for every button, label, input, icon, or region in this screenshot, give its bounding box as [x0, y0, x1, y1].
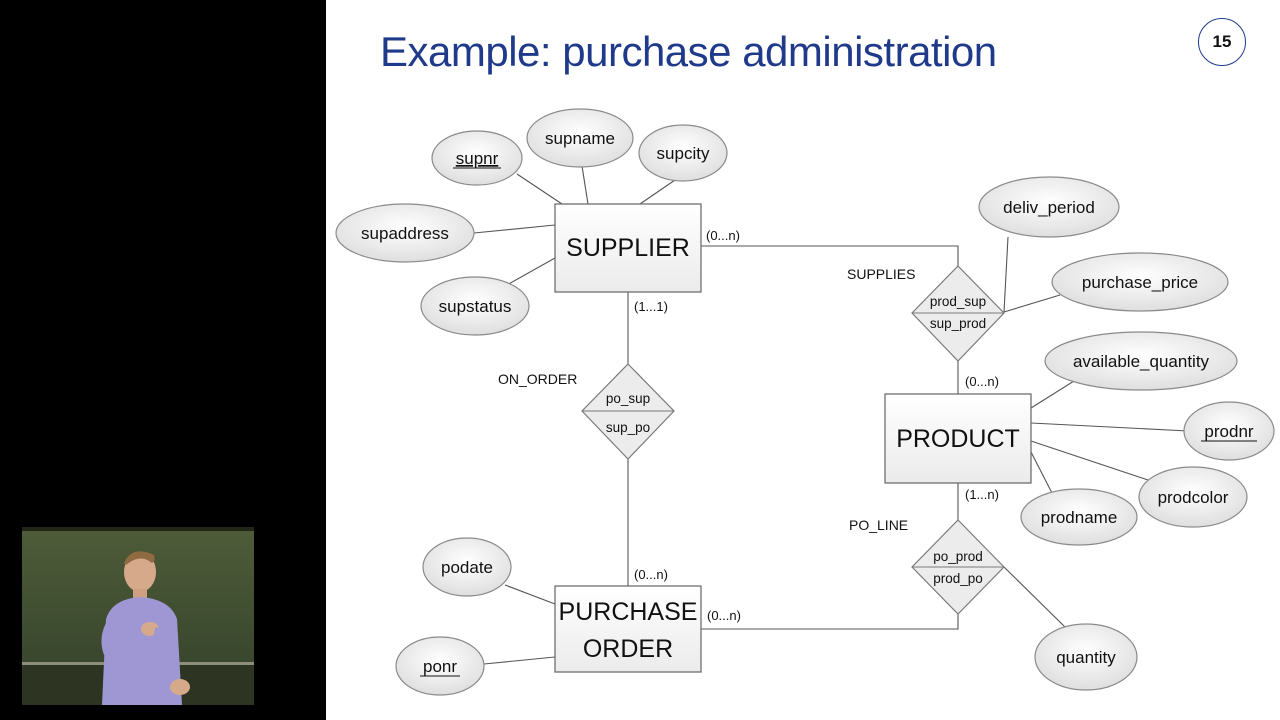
role-sup-prod: sup_prod	[930, 316, 986, 331]
cardinality-product-po-line: (1...n)	[965, 487, 999, 502]
attr-supaddress: supaddress	[335, 203, 475, 263]
cardinality-po-on-order: (0...n)	[634, 567, 668, 582]
cardinality-po-po-line: (0...n)	[707, 608, 741, 623]
er-diagram: supnr supname supcity supaddress supstat…	[335, 108, 1275, 696]
attr-supnr: supnr	[431, 130, 523, 186]
cardinality-supplier-supplies: (0...n)	[706, 228, 740, 243]
entity-product-label: PRODUCT	[896, 425, 1020, 453]
cardinalities: (0...n) (1...1) (0...n) (1...n) (0...n) …	[634, 228, 999, 623]
attr-supnr-label: supnr	[456, 149, 499, 168]
relationship-supplies-name: SUPPLIES	[847, 266, 915, 282]
entity-product: PRODUCT	[884, 393, 1032, 484]
attr-prodname: prodname	[1020, 488, 1138, 546]
attr-prodcolor-label: prodcolor	[1158, 488, 1229, 507]
attr-prodcolor: prodcolor	[1138, 466, 1248, 528]
attr-available-quantity-label: available_quantity	[1073, 352, 1210, 371]
cardinality-supplier-on-order: (1...1)	[634, 299, 668, 314]
relationship-supplies: prod_sup sup_prod SUPPLIES	[847, 265, 1005, 362]
role-po-prod: po_prod	[933, 549, 983, 564]
speaker-video-inset	[22, 527, 254, 705]
attr-prodnr-label: prodnr	[1204, 422, 1253, 441]
page-number-badge: 15	[1198, 18, 1246, 66]
entity-supplier: SUPPLIER	[554, 203, 702, 293]
attr-supname: supname	[526, 108, 634, 168]
attr-deliv-period: deliv_period	[978, 176, 1120, 238]
relationship-on-order-name: ON_ORDER	[498, 371, 577, 387]
attr-purchase-price-label: purchase_price	[1082, 273, 1198, 292]
attr-quantity-label: quantity	[1056, 648, 1116, 667]
attr-ponr: ponr	[395, 636, 485, 696]
attr-supstatus-label: supstatus	[439, 297, 512, 316]
relationship-po-line-name: PO_LINE	[849, 517, 908, 533]
attr-purchase-price: purchase_price	[1051, 252, 1229, 312]
role-sup-po: sup_po	[606, 420, 650, 435]
entity-purchase-order-label-line2: ORDER	[583, 635, 673, 663]
attr-ponr-label: ponr	[423, 657, 457, 676]
relationship-po-line: po_prod prod_po PO_LINE	[849, 517, 1005, 615]
attr-available-quantity: available_quantity	[1044, 331, 1238, 391]
relationship-on-order: po_sup sup_po ON_ORDER	[498, 363, 675, 460]
attr-supstatus: supstatus	[420, 276, 530, 336]
attr-supcity: supcity	[638, 124, 728, 182]
attr-podate: podate	[422, 537, 512, 597]
role-prod-sup: prod_sup	[930, 294, 986, 309]
video-panel	[0, 0, 326, 720]
connector-lines	[473, 165, 1189, 665]
entity-purchase-order: PURCHASE ORDER	[554, 585, 702, 673]
attr-prodname-label: prodname	[1041, 508, 1118, 527]
entity-supplier-label: SUPPLIER	[566, 234, 690, 262]
slide-title: Example: purchase administration	[380, 28, 997, 75]
role-prod-po: prod_po	[933, 571, 983, 586]
attr-supaddress-label: supaddress	[361, 224, 449, 243]
attr-supcity-label: supcity	[657, 144, 710, 163]
attr-supname-label: supname	[545, 129, 615, 148]
role-po-sup: po_sup	[606, 391, 650, 406]
entity-purchase-order-label-line1: PURCHASE	[559, 598, 698, 626]
attr-quantity: quantity	[1034, 623, 1138, 691]
cardinality-product-supplies: (0...n)	[965, 374, 999, 389]
attr-podate-label: podate	[441, 558, 493, 577]
attr-deliv-period-label: deliv_period	[1003, 198, 1095, 217]
attr-prodnr: prodnr	[1183, 401, 1275, 461]
